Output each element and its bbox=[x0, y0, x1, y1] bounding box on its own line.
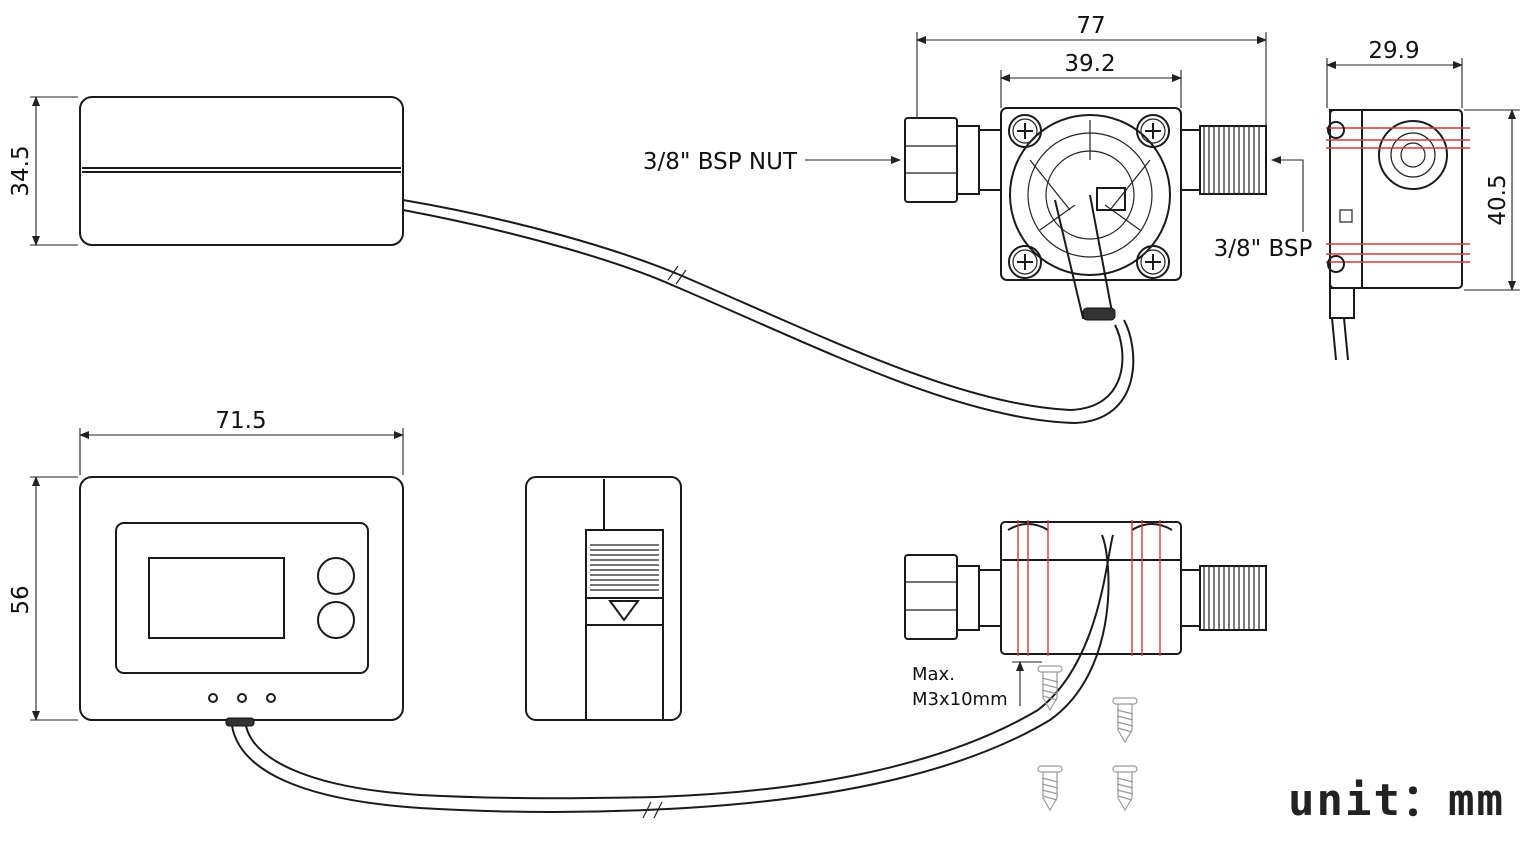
front-height-dimension: 56 bbox=[8, 585, 34, 614]
cable-top bbox=[402, 199, 1135, 425]
display-back-view bbox=[525, 476, 682, 721]
screw-size-label: M3x10mm bbox=[912, 689, 1008, 710]
screw-icon bbox=[1112, 697, 1138, 743]
screw-icon bbox=[1112, 765, 1138, 811]
mounting-screws: Max. M3x10mm bbox=[912, 664, 1138, 811]
side-width-dimension: 29.9 bbox=[1368, 38, 1419, 64]
display-height-dimension: 34.5 bbox=[8, 145, 34, 196]
sensor-front-view: 77 39.2 3/8" BSP NUT 3/8" BSP bbox=[643, 13, 1313, 321]
screw-max-label: Max. bbox=[912, 664, 955, 685]
screw-icon bbox=[1037, 665, 1063, 711]
display-side-view: 34.5 bbox=[8, 96, 404, 246]
outlet-callout: 3/8" BSP bbox=[1214, 236, 1313, 262]
inlet-callout: 3/8" BSP NUT bbox=[643, 149, 798, 175]
front-width-dimension: 71.5 bbox=[215, 408, 266, 434]
arrow-down-icon bbox=[608, 600, 640, 622]
screw-icon bbox=[1037, 765, 1063, 811]
sensor-top-view bbox=[904, 520, 1267, 706]
side-height-dimension: 40.5 bbox=[1485, 174, 1511, 225]
sensor-body-dimension: 39.2 bbox=[1064, 51, 1115, 77]
cable-bottom bbox=[231, 534, 1114, 819]
sensor-side-view: 29.9 40.5 bbox=[1326, 38, 1520, 361]
display-front-view: 71.5 56 bbox=[8, 408, 404, 727]
sensor-length-dimension: 77 bbox=[1076, 13, 1105, 39]
unit-label: unit：mm bbox=[1288, 775, 1505, 826]
